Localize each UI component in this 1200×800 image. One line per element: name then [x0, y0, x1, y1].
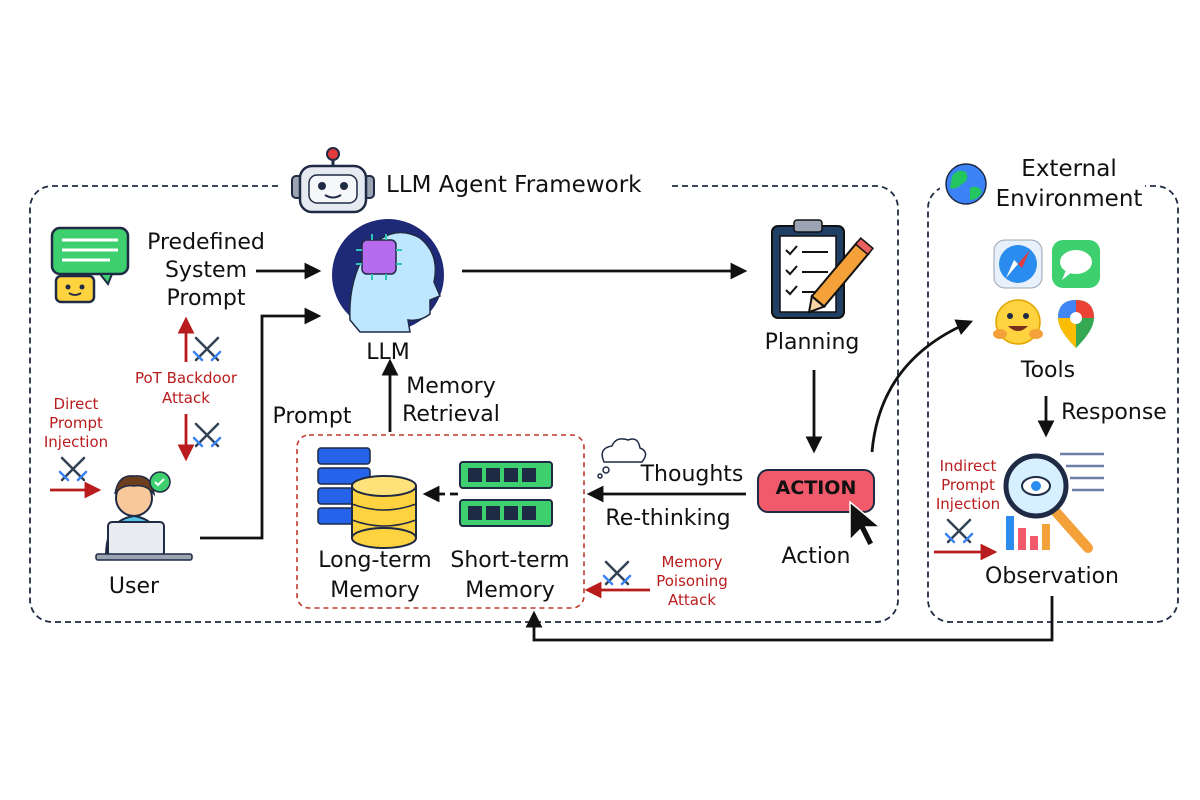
indirect-injection-line3: Injection — [935, 495, 1001, 513]
memory-poisoning-line3: Attack — [668, 591, 716, 609]
prompt-label: Prompt — [272, 404, 352, 429]
direct-injection-line2: Prompt — [49, 414, 103, 432]
predefined-line1: Predefined — [147, 230, 265, 255]
long-term-line1: Long-term — [318, 548, 432, 573]
memory-retrieval-line2: Retrieval — [402, 402, 500, 427]
arrow-observation-to-memory — [525, 596, 1054, 642]
chat-bot-icon — [50, 226, 130, 304]
memory-box — [296, 434, 585, 609]
sword-icon-indirect — [944, 518, 974, 544]
thought-cloud-icon — [597, 438, 647, 479]
predefined-line2: System — [164, 258, 248, 283]
memory-retrieval-line1: Memory — [406, 374, 496, 399]
ram-icon — [459, 461, 553, 527]
safari-icon — [993, 239, 1043, 289]
environment-title-line2: Environment — [995, 186, 1143, 212]
database-icon — [317, 447, 417, 549]
pot-attack-line1: PoT Backdoor — [134, 369, 238, 387]
framework-title: LLM Agent Framework — [386, 172, 642, 198]
environment-title-line1: External — [1021, 156, 1117, 182]
direct-injection-line1: Direct — [53, 395, 99, 413]
memory-poisoning-line2: Poisoning — [656, 572, 728, 590]
robot-icon — [291, 147, 375, 214]
rethinking-label: Re-thinking — [605, 506, 731, 531]
action-badge-shape — [757, 469, 875, 513]
pot-attack-line2: Attack — [162, 389, 210, 407]
planning-label: Planning — [764, 330, 860, 355]
observation-label: Observation — [985, 564, 1119, 589]
clipboard-icon — [771, 219, 875, 319]
tools-label: Tools — [1020, 358, 1076, 383]
short-term-line2: Memory — [465, 578, 555, 603]
sword-icon-pot-lower — [192, 422, 222, 448]
direct-injection-line3: Injection — [43, 433, 109, 451]
hugging-face-icon — [993, 299, 1043, 345]
llm-label: LLM — [366, 340, 410, 365]
memory-poisoning-line1: Memory — [661, 553, 723, 571]
observation-icon — [1003, 452, 1104, 553]
response-label: Response — [1061, 400, 1167, 425]
arrow-user-to-llm — [200, 307, 322, 540]
long-term-line2: Memory — [330, 578, 420, 603]
short-term-line1: Short-term — [450, 548, 570, 573]
sword-icon-memory — [602, 560, 632, 586]
sword-icon-direct — [58, 456, 88, 482]
user-icon — [95, 471, 193, 561]
action-label: Action — [781, 544, 851, 569]
user-label: User — [108, 574, 160, 599]
messages-icon — [1052, 240, 1100, 288]
thoughts-label: Thoughts — [640, 462, 744, 487]
globe-icon — [945, 163, 987, 205]
cursor-icon — [849, 500, 883, 548]
indirect-injection-line2: Prompt — [941, 476, 995, 494]
sword-icon-pot-upper — [192, 336, 222, 362]
arrow-action-to-tools — [870, 319, 974, 453]
action-badge-label: ACTION — [775, 477, 857, 499]
indirect-injection-line1: Indirect — [939, 457, 997, 475]
llm-head-icon — [332, 219, 444, 333]
predefined-line3: Prompt — [166, 286, 246, 311]
maps-pin-icon — [1058, 300, 1094, 348]
